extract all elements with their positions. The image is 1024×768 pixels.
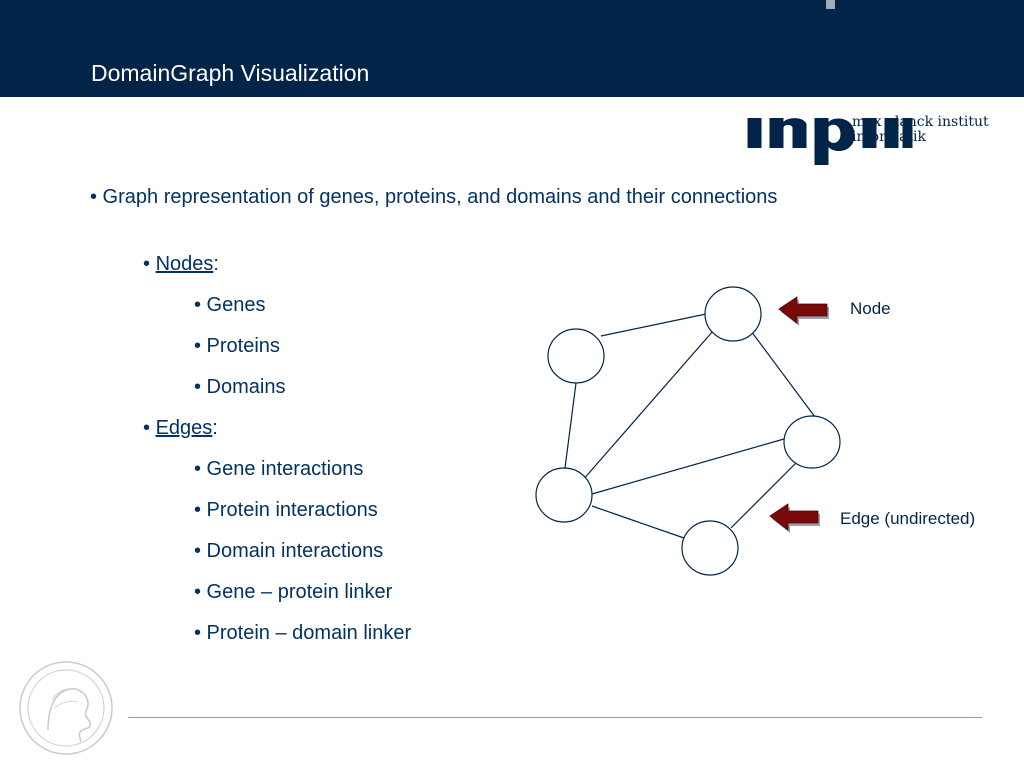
graph-node (535, 467, 593, 523)
graph-edge (581, 330, 714, 482)
nodes-heading: Nodes (155, 253, 214, 275)
graph-edge (730, 462, 797, 529)
edges-item: • Protein – domain linker (194, 622, 412, 644)
mpi-logo (747, 118, 913, 165)
edges-item: • Gene interactions (194, 458, 364, 480)
edges-item: • Domain interactions (194, 540, 384, 562)
node-pointer-arrow (778, 296, 829, 326)
edges-heading: Edges (155, 417, 213, 439)
graph-node (783, 415, 841, 469)
nodes-item: • Domains (194, 376, 286, 398)
footer-divider (128, 717, 982, 718)
header-bar: DomainGraph Visualization (0, 0, 1024, 97)
graph-edge (591, 505, 685, 539)
minerva-seal-icon (19, 661, 113, 755)
edge-label: Edge (undirected) (840, 509, 976, 528)
logo-line-2: informatik (852, 129, 927, 145)
graph-edge (750, 330, 816, 418)
header-corner-mark (826, 0, 835, 9)
graph-diagram (535, 286, 841, 576)
edges-item: • Gene – protein linker (194, 581, 393, 603)
graph-node (704, 286, 762, 342)
graph-edge (591, 438, 785, 495)
slide-title: DomainGraph Visualization (91, 60, 370, 86)
logo-line-1: max planck institut (852, 114, 989, 130)
edges-item: • Protein interactions (194, 499, 378, 521)
graph-edge (564, 382, 577, 469)
logo-text: max planck institut informatik (852, 115, 989, 145)
edge-pointer-arrow (769, 503, 820, 533)
node-label: Node (850, 299, 891, 318)
graph-edge (600, 313, 707, 337)
graph-node (681, 520, 739, 576)
graph-node (547, 328, 605, 384)
nodes-heading-line: • Nodes: (143, 253, 219, 275)
nodes-item: • Genes (194, 294, 266, 316)
edges-heading-line: • Edges: (143, 417, 218, 439)
main-bullet: • Graph representation of genes, protein… (90, 186, 778, 208)
nodes-item: • Proteins (194, 335, 280, 357)
